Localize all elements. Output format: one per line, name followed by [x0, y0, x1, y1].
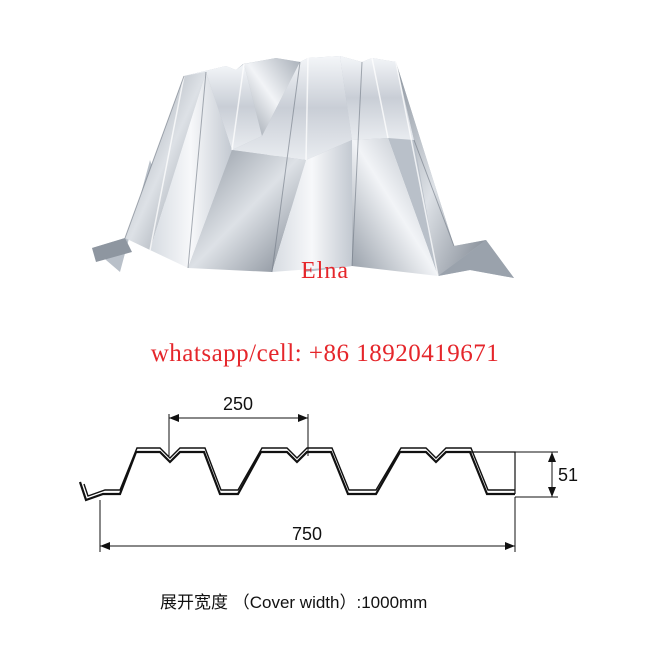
- deck-rib-top: [340, 56, 414, 140]
- contact-text: whatsapp/cell: +86 18920419671: [150, 340, 500, 367]
- steel-deck-illustration: [92, 56, 514, 278]
- arrow-down-icon: [548, 487, 556, 497]
- deck-valley: [150, 72, 232, 268]
- deck-lip-right: [438, 240, 514, 278]
- dimension-arrows: [100, 414, 556, 550]
- deck-rib-top: [232, 56, 352, 160]
- profile-inner: [83, 447, 515, 497]
- deck-valley: [272, 140, 352, 272]
- arrow-left-icon: [169, 414, 179, 422]
- profile-end-rib: [470, 451, 516, 494]
- dim-pitch-label: 250: [223, 394, 253, 414]
- dim-height-label: 51: [558, 465, 578, 485]
- deck-rib-top: [184, 64, 262, 150]
- arrow-right-icon: [298, 414, 308, 422]
- dimension-lines: [99, 414, 558, 552]
- deck-rib-web: [244, 58, 300, 136]
- brand-watermark: Elna: [301, 258, 349, 284]
- deck-edges: [124, 61, 455, 273]
- deck-rib-web: [125, 72, 206, 250]
- cover-width-caption: 展开宽度 （Cover width）:1000mm: [160, 593, 428, 612]
- deck-rib-web: [396, 62, 486, 276]
- arrow-up-icon: [548, 452, 556, 462]
- deck-lip-left: [92, 238, 132, 262]
- dim-width-label: 750: [292, 524, 322, 544]
- arrow-right-icon: [505, 542, 515, 550]
- profile-outline: [78, 450, 515, 502]
- deck-rib-web: [352, 138, 438, 276]
- deck-highlights: [149, 57, 439, 277]
- arrow-left-icon: [100, 542, 110, 550]
